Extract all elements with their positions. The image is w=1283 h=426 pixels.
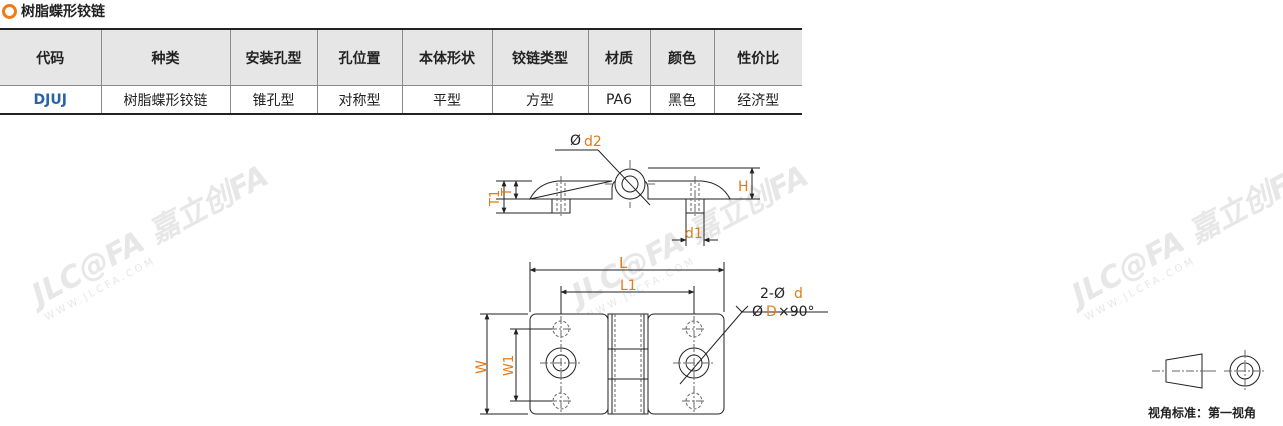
header-color: 颜色 (649, 28, 715, 86)
header-code: 代码 (0, 28, 102, 86)
side-view (496, 149, 760, 246)
cell-code[interactable]: DJUJ (0, 85, 102, 115)
hole-callout-prefix: 2-Ø (760, 286, 785, 302)
top-view (480, 262, 828, 415)
section-title: 树脂蝶形铰链 (2, 1, 105, 21)
spec-table: 代码 种类 安装孔型 孔位置 本体形状 铰链类型 材质 颜色 性价比 DJUJ … (0, 28, 802, 115)
countersink-d-label: D (766, 304, 777, 320)
cell-value: 经济型 (713, 85, 802, 115)
cell-hinge-type: 方型 (491, 85, 589, 115)
projection-symbol-icon (1152, 350, 1266, 392)
header-material: 材质 (587, 28, 651, 86)
cell-body-shape: 平型 (401, 85, 493, 115)
table-header-row: 代码 种类 安装孔型 孔位置 本体形状 铰链类型 材质 颜色 性价比 (0, 28, 802, 86)
dim-l-label: L (619, 254, 628, 272)
section-title-text: 树脂蝶形铰链 (21, 4, 105, 20)
dim-l1-label: L1 (620, 278, 637, 294)
cell-hole-position: 对称型 (316, 85, 403, 115)
hole-callout-d: d (794, 286, 803, 302)
view-standard-label: 视角标准：第一视角 (1148, 406, 1257, 420)
header-mount-hole: 安装孔型 (229, 28, 318, 86)
dim-t-label: T (500, 188, 515, 197)
dim-w-label: W (474, 360, 490, 374)
header-hinge-type: 铰链类型 (491, 28, 589, 86)
dim-h-label: H (738, 179, 749, 195)
countersink-angle-label: ×90° (778, 304, 815, 320)
dim-w1-label: W1 (502, 355, 517, 376)
circle-bullet-icon (2, 3, 17, 19)
dim-t1-label: T1 (488, 190, 503, 207)
header-body-shape: 本体形状 (401, 28, 493, 86)
dim-d1-label: d1 (685, 226, 703, 242)
cell-mount-hole: 锥孔型 (229, 85, 318, 115)
header-hole-position: 孔位置 (316, 28, 403, 86)
header-type: 种类 (100, 28, 231, 86)
header-value: 性价比 (713, 28, 802, 86)
countersink-symbol: Ø (752, 304, 763, 320)
cell-type: 树脂蝶形铰链 (100, 85, 231, 115)
diameter-symbol-d2: Ø (570, 133, 581, 149)
cell-material: PA6 (587, 85, 651, 115)
table-row: DJUJ 树脂蝶形铰链 锥孔型 对称型 平型 方型 PA6 黑色 经济型 (0, 85, 802, 115)
dim-d2-label: d2 (584, 134, 602, 150)
